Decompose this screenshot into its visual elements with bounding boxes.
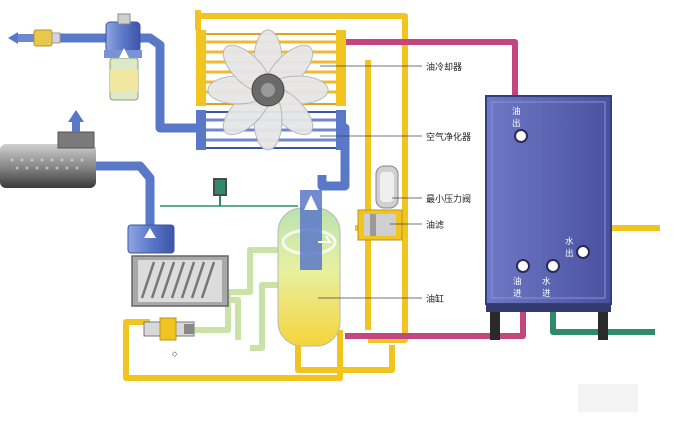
port-water-in-1: 水 — [542, 276, 551, 287]
oil-filter — [357, 209, 403, 241]
leader-lines — [318, 65, 422, 299]
label-oil-cooler: 油冷却器 — [426, 61, 462, 73]
label-min-pressure-valve: 最小压力阀 — [426, 193, 471, 205]
intake-valve — [127, 224, 175, 254]
air-intake-filter — [0, 110, 96, 188]
svg-text:◇: ◇ — [172, 350, 178, 358]
port-water-out-2: 出 — [565, 248, 574, 259]
pressure-switch — [160, 178, 298, 207]
port-water-in-2: 进 — [542, 289, 551, 299]
port-oil-out-2: 出 — [512, 118, 521, 129]
min-pressure-valve — [375, 165, 399, 209]
gas-separator — [104, 13, 142, 101]
label-air-cooler: 空气净化器 — [426, 131, 471, 143]
water-chiller — [485, 95, 612, 340]
thermostatic-valve: ◇ — [143, 317, 195, 358]
screw-compressor — [131, 255, 229, 307]
port-oil-in-1: 油 — [513, 276, 522, 287]
label-oil-tank: 油缸 — [426, 293, 444, 305]
label-oil-filter: 油滤 — [426, 219, 444, 231]
port-oil-out-1: 油 — [512, 106, 521, 117]
chiller-ports — [514, 129, 590, 273]
port-water-out-1: 水 — [565, 236, 574, 247]
cooling-fan — [207, 29, 329, 151]
watermark-block — [578, 384, 638, 412]
port-oil-in-2: 进 — [513, 289, 522, 299]
air-outlet — [8, 29, 61, 47]
oil-tank — [277, 190, 341, 347]
